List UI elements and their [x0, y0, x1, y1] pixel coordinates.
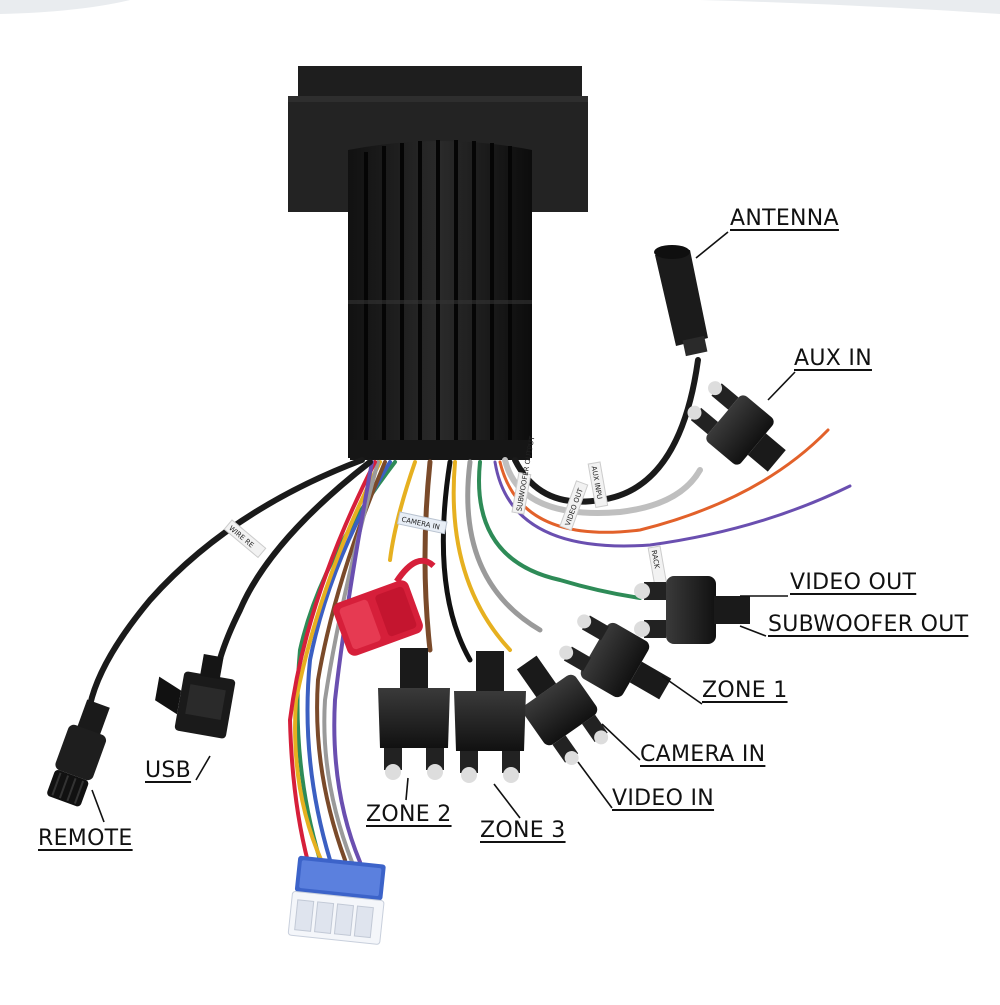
main-harness-plug: [287, 855, 386, 945]
remote-connector: [47, 699, 110, 807]
leader-zone-1: [661, 675, 703, 705]
leader-remote: [91, 789, 105, 823]
label-camera-in: CAMERA IN: [640, 742, 766, 767]
zone-3-connector: [454, 651, 526, 783]
stereo-housing: [288, 66, 588, 460]
label-usb: USB: [145, 758, 192, 783]
leader-zone-2: [405, 777, 409, 801]
label-aux-in: AUX IN: [794, 346, 872, 371]
heatsink-fins: [364, 140, 512, 450]
antenna-cable: [512, 357, 701, 505]
leader-antenna: [695, 231, 729, 259]
tag-video-out: VIDEO OUT: [559, 480, 589, 531]
zone-1-connector: [559, 614, 672, 700]
leader-camera-in: [601, 723, 641, 761]
video-sub-out-connector: [634, 576, 750, 644]
label-video-in: VIDEO IN: [612, 786, 715, 811]
black-wire-video: [440, 459, 473, 663]
leader-aux-in: [767, 371, 796, 401]
leader-video-in: [577, 761, 613, 809]
fuse-holder: [333, 557, 436, 656]
tag-track-text: RACK: [650, 549, 661, 569]
label-zone-1: ZONE 1: [702, 678, 788, 703]
camera-video-in-connector: [516, 655, 609, 766]
leader-subwoofer-out: [739, 625, 767, 637]
label-remote: REMOTE: [38, 826, 133, 851]
usb-cable: [212, 459, 373, 683]
leader-lines: [91, 231, 796, 823]
antenna-plug: [654, 245, 708, 357]
leader-zone-3: [493, 783, 521, 819]
shadow-top-right: [700, 0, 1000, 14]
label-zone-2: ZONE 2: [366, 802, 452, 827]
brown-wire: [422, 459, 433, 653]
remote-cable: [87, 457, 365, 708]
label-zone-3: ZONE 3: [480, 818, 566, 843]
tag-wire-remote: WIRE RE: [223, 519, 267, 559]
zone-2-connector: [378, 648, 450, 780]
label-antenna: ANTENNA: [730, 206, 839, 231]
green-wire: [477, 460, 642, 600]
shadow-top-left: [0, 0, 130, 14]
usb-connector: [155, 654, 236, 739]
yellow-wire: [451, 460, 512, 652]
tag-aux-input: AUX INPU: [587, 461, 609, 508]
wire-bundle: [87, 357, 852, 864]
grey-wire: [465, 459, 543, 633]
tag-track: RACK: [647, 545, 668, 587]
leader-usb: [195, 755, 211, 781]
tag-camera-in: CAMERA IN: [396, 511, 448, 535]
label-subwoofer-out: SUBWOOFER OUT: [768, 612, 969, 637]
label-video-out: VIDEO OUT: [790, 570, 917, 595]
aux-in-connector: [687, 381, 786, 472]
